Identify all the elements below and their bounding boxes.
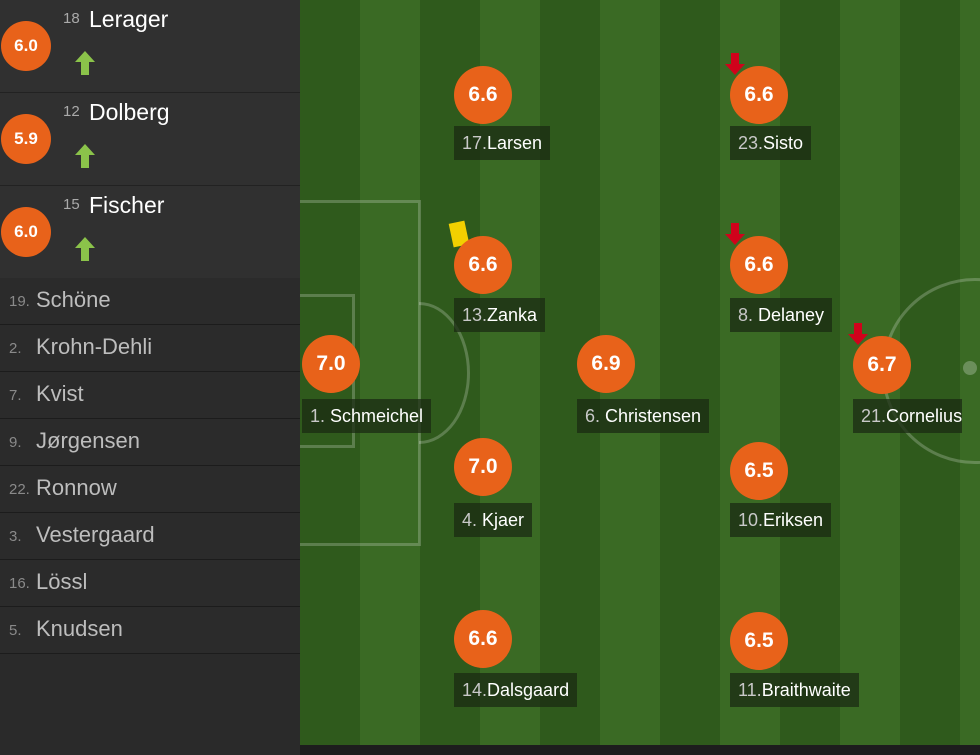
up-arrow-icon — [75, 144, 95, 168]
player-number: 9. — [9, 434, 22, 451]
bench-player-row[interactable]: 2. Krohn-Dehli — [0, 325, 300, 372]
substitute-row[interactable]: 6.0 18 Lerager — [0, 0, 300, 93]
player-rating-badge: 6.5 — [730, 612, 788, 670]
player-name: Kjaer — [482, 510, 525, 530]
player-name: Fischer — [89, 192, 165, 218]
player-name-tag: 14.Dalsgaard — [454, 673, 578, 707]
player-number: 17. — [462, 133, 488, 153]
player-name: Lerager — [89, 6, 169, 32]
bench-player-row[interactable]: 19. Schöne — [0, 278, 300, 325]
player-rating-badge: 6.0 — [1, 21, 51, 71]
player-rating-badge: 7.0 — [302, 335, 360, 393]
player-number: 23. — [738, 133, 764, 153]
player-name-tag: 1. Schmeichel — [302, 399, 432, 433]
player-number: 12 — [63, 103, 80, 120]
player-name: Vestergaard — [36, 522, 155, 547]
player-number: 2. — [9, 340, 22, 357]
player-name: Knudsen — [36, 616, 123, 641]
bench-list: 19. Schöne 2. Krohn-Dehli 7. Kvist 9. Jø… — [0, 278, 300, 654]
bench-player-row[interactable]: 5. Knudsen — [0, 607, 300, 654]
player-name: Larsen — [487, 133, 543, 153]
player-number: 21. — [861, 406, 887, 426]
player-name: Zanka — [487, 305, 538, 325]
player-rating-badge: 6.6 — [730, 66, 788, 124]
player-number: 8. — [738, 305, 759, 325]
player-rating-badge: 6.5 — [730, 442, 788, 500]
player-number: 3. — [9, 528, 22, 545]
player-name: Schöne — [36, 287, 111, 312]
player-rating-badge: 7.0 — [454, 438, 512, 496]
player-number: 1. — [310, 406, 331, 426]
bench-player-row[interactable]: 22. Ronnow — [0, 466, 300, 513]
player-name: Eriksen — [763, 510, 824, 530]
player-name: Ronnow — [36, 475, 117, 500]
player-name-tag: 17.Larsen — [454, 126, 551, 160]
player-name: Schmeichel — [330, 406, 424, 426]
substitute-row[interactable]: 6.0 15 Fischer — [0, 186, 300, 279]
player-number: 22. — [9, 481, 30, 498]
player-number: 4. — [462, 510, 483, 530]
player-name-tag: 4. Kjaer — [454, 503, 533, 537]
player-name-tag: 11.Braithwaite — [730, 673, 859, 707]
player-number: 10. — [738, 510, 764, 530]
substitute-row[interactable]: 5.9 12 Dolberg — [0, 93, 300, 186]
down-arrow-icon — [725, 223, 745, 245]
player-name: Jørgensen — [36, 428, 140, 453]
player-name: Dalsgaard — [487, 680, 570, 700]
player-rating-badge: 6.6 — [454, 66, 512, 124]
player-name-tag: 6. Christensen — [577, 399, 710, 433]
player-number: 18 — [63, 10, 80, 27]
player-number: 14. — [462, 680, 488, 700]
player-name-tag: 10.Eriksen — [730, 503, 832, 537]
player-name-tag: 13.Zanka — [454, 298, 546, 332]
player-number: 11. — [738, 680, 762, 700]
player-number: 13. — [462, 305, 488, 325]
substitutes-panel: 6.0 18 Lerager 5.9 12 Dolberg 6.0 15 Fis… — [0, 0, 300, 755]
bench-player-row[interactable]: 3. Vestergaard — [0, 513, 300, 560]
bench-player-row[interactable]: 7. Kvist — [0, 372, 300, 419]
up-arrow-icon — [75, 237, 95, 261]
down-arrow-icon — [848, 323, 868, 345]
player-rating-badge: 6.9 — [577, 335, 635, 393]
player-name: Dolberg — [89, 99, 170, 125]
player-name: Braithwaite — [761, 680, 851, 700]
pitch-footer-bar — [300, 745, 980, 755]
player-name: Lössl — [36, 569, 88, 594]
player-number: 19. — [9, 293, 30, 310]
up-arrow-icon — [75, 51, 95, 75]
player-name: Delaney — [758, 305, 825, 325]
player-rating-badge: 5.9 — [1, 114, 51, 164]
player-number: 16. — [9, 575, 30, 592]
player-rating-badge: 6.7 — [853, 336, 911, 394]
player-name-tag: 21.Cornelius — [853, 399, 963, 433]
player-name: Cornelius — [886, 406, 963, 426]
player-rating-badge: 6.6 — [454, 610, 512, 668]
player-number: 7. — [9, 387, 22, 404]
bench-player-row[interactable]: 16. Lössl — [0, 560, 300, 607]
center-spot — [963, 361, 977, 375]
player-number: 6. — [585, 406, 606, 426]
player-name: Krohn-Dehli — [36, 334, 153, 359]
player-name-tag: 23.Sisto — [730, 126, 812, 160]
player-rating-badge: 6.6 — [730, 236, 788, 294]
player-name: Christensen — [605, 406, 702, 426]
bench-player-row[interactable]: 9. Jørgensen — [0, 419, 300, 466]
player-number: 15 — [63, 196, 80, 213]
player-name-tag: 8. Delaney — [730, 298, 833, 332]
pitch: 6.6 17.Larsen 6.6 23.Sisto 6.6 13.Zanka … — [300, 0, 980, 745]
down-arrow-icon — [725, 53, 745, 75]
player-name: Sisto — [763, 133, 804, 153]
player-number: 5. — [9, 622, 22, 639]
player-rating-badge: 6.6 — [454, 236, 512, 294]
player-rating-badge: 6.0 — [1, 207, 51, 257]
player-name: Kvist — [36, 381, 84, 406]
